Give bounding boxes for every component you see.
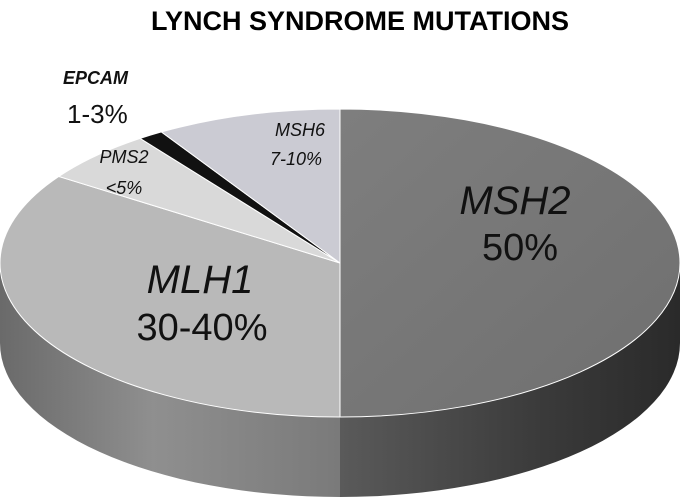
label-msh6-value: 7-10% [270, 149, 322, 169]
slice-msh2 [339, 108, 681, 418]
slice-mlh1 [0, 175, 341, 418]
pie-side-right [340, 263, 680, 497]
pie-side-left [0, 263, 340, 497]
label-msh2-name: MSH2 [459, 179, 570, 223]
label-msh6-name: MSH6 [275, 120, 326, 140]
slice-msh6 [160, 108, 341, 264]
chart-title: LYNCH SYNDROME MUTATIONS [151, 6, 569, 36]
label-pms2-value: <5% [106, 178, 143, 198]
label-mlh1-name: MLH1 [147, 258, 254, 302]
label-epcam-value: 1-3% [67, 99, 128, 129]
label-mlh1-value: 30-40% [137, 307, 268, 349]
label-msh2-value: 50% [482, 227, 558, 269]
label-pms2-name: PMS2 [99, 147, 148, 167]
label-epcam-name: EPCAM [63, 68, 129, 88]
